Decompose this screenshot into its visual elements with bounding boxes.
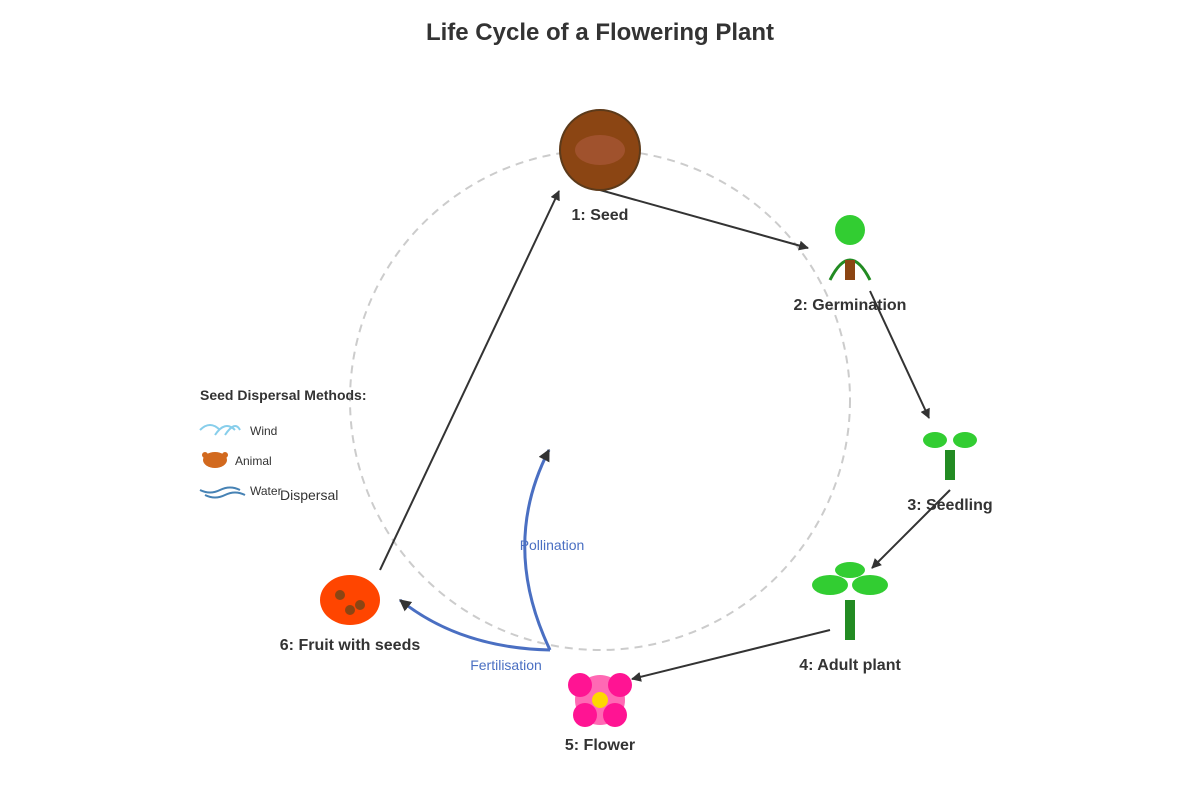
arrow-germination-to-seedling: [869, 290, 930, 419]
stage-adult-plant: 4: Adult plant: [799, 562, 901, 674]
arrow-seed-to-germination: [599, 189, 809, 251]
pollination-arrow: [523, 448, 552, 651]
stage-label-fruit: 6: Fruit with seeds: [280, 637, 421, 654]
arrow-seedling-to-adult: [871, 489, 951, 569]
arrow-adult-to-flower: [631, 629, 831, 682]
legend-item-animal: Animal: [202, 452, 272, 468]
dispersal-label: Dispersal: [280, 487, 338, 503]
legend-item-water: Water: [199, 484, 282, 499]
seed-highlight: [575, 135, 625, 165]
wind-icon: [199, 424, 241, 436]
fertilisation-label: Fertilisation: [470, 657, 542, 673]
dispersal-legend: Seed Dispersal Methods: Wind Animal Wate…: [199, 387, 367, 499]
seedling-icon: [923, 432, 977, 480]
legend-label-wind: Wind: [250, 424, 277, 438]
stage-seed: 1: Seed: [559, 109, 641, 224]
legend-label-animal: Animal: [235, 454, 272, 468]
stage-germination: 2: Germination: [794, 215, 907, 314]
cycle-guide-circle: [349, 149, 851, 651]
fertilisation-arrow: [399, 598, 551, 652]
stage-label-adult-plant: 4: Adult plant: [799, 657, 901, 674]
stage-seedling: 3: Seedling: [907, 432, 993, 514]
adult-plant-icon: [812, 562, 888, 640]
legend-label-water: Water: [250, 484, 282, 498]
stage-label-flower: 5: Flower: [565, 737, 635, 754]
stage-label-seedling: 3: Seedling: [907, 497, 992, 514]
water-icon: [199, 486, 246, 499]
stage-flower: 5: Flower: [565, 673, 635, 754]
flower-icon: [568, 673, 632, 727]
stage-fruit: 6: Fruit with seeds: [280, 575, 421, 654]
legend-title: Seed Dispersal Methods:: [200, 387, 367, 403]
legend-item-wind: Wind: [199, 424, 277, 438]
animal-icon: [202, 452, 228, 468]
fruit-icon: [320, 575, 380, 625]
stage-label-seed: 1: Seed: [572, 207, 629, 224]
stage-label-germination: 2: Germination: [794, 297, 907, 314]
pollination-label: Pollination: [520, 537, 585, 553]
diagram-title: Life Cycle of a Flowering Plant: [426, 19, 774, 46]
arrow-fruit-to-seed: [379, 190, 560, 571]
germinating-seed-icon: [828, 215, 872, 281]
